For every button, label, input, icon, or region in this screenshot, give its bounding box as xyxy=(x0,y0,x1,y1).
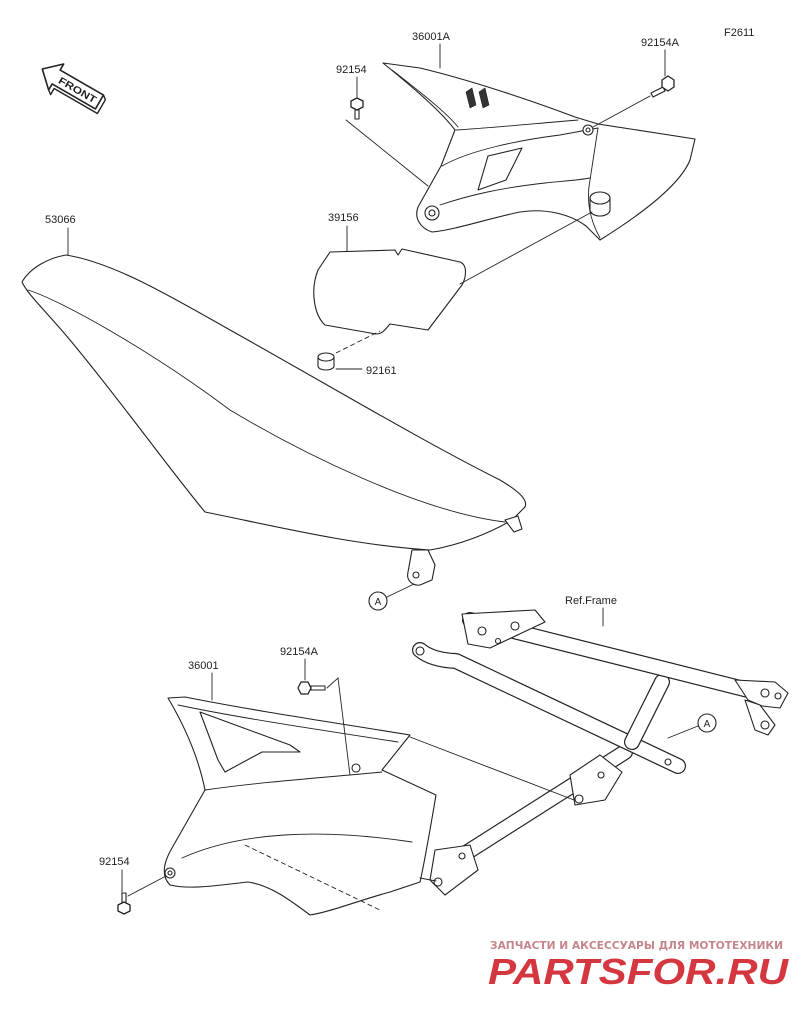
side-cover-36001-hole-inner xyxy=(167,870,173,876)
pad-39156 xyxy=(313,248,467,335)
bolt-92154-bottom xyxy=(117,892,131,915)
bolt-92154a-top xyxy=(650,75,675,98)
label-36001: 36001 xyxy=(188,660,219,672)
label-92154-top: 92154 xyxy=(336,64,367,76)
grommet-top xyxy=(317,352,335,362)
side-cover-36001a-stripe xyxy=(477,147,523,191)
frame-rear-hole-2 xyxy=(774,692,782,700)
seat-rear-hook xyxy=(504,515,523,533)
assembly-line-cover-bracket xyxy=(419,877,437,882)
assembly-line-pad-grommet xyxy=(335,330,381,354)
logo-mark-left xyxy=(465,87,477,109)
side-cover-36001-top-edge xyxy=(177,704,399,743)
side-cover-36001a-lower-line xyxy=(439,177,591,206)
assembly-line-pad-cover xyxy=(459,211,593,285)
leader-mark-a-frame xyxy=(667,725,699,739)
side-cover-36001 xyxy=(163,696,437,916)
leader-mark-a-seat xyxy=(386,583,415,598)
side-cover-36001-ridge xyxy=(204,771,383,791)
side-cover-36001-lower-curve xyxy=(181,833,413,859)
frame-plate-hole-1 xyxy=(477,626,487,636)
bolt-shank xyxy=(310,685,326,691)
side-cover-36001a-fold xyxy=(391,69,459,128)
frame-rail-end-hole xyxy=(664,758,672,766)
bolt-shank xyxy=(354,109,360,120)
connector-mark-a-frame-label: A xyxy=(704,719,711,730)
connector-mark-a-seat xyxy=(368,591,388,611)
side-cover-36001a xyxy=(382,62,696,241)
label-92154-bottom: 92154 xyxy=(99,856,130,868)
assembly-line-cover-frame xyxy=(409,736,575,801)
rear-frame xyxy=(412,609,789,896)
bolt-92154-top xyxy=(350,97,364,120)
front-arrow-icon: FRONT xyxy=(41,63,107,115)
grommet-92161 xyxy=(317,352,335,371)
bolt-head xyxy=(117,901,131,915)
assembly-line-cover-lower xyxy=(244,844,381,911)
frame-side-bracket-hole-2 xyxy=(597,771,605,779)
side-cover-36001a-plate-edge xyxy=(588,127,601,239)
assembly-line-92154a-bottom xyxy=(326,677,351,776)
side-cover-36001a-ridge xyxy=(441,127,599,167)
side-cover-36001a-outline xyxy=(382,62,696,241)
frame-front-mount-hole xyxy=(415,646,425,656)
bolt-head xyxy=(661,75,675,92)
frame-down-tube-hole-1 xyxy=(433,877,443,887)
frame-seat-mount-plate xyxy=(461,609,546,649)
mount-hole-front-inner xyxy=(428,209,436,217)
diagram-code: F2611 xyxy=(724,27,754,39)
assembly-line-92154a-top xyxy=(592,95,651,128)
front-arrow-body xyxy=(41,63,105,110)
label-36001a: 36001A xyxy=(412,31,451,43)
label-92161: 92161 xyxy=(366,365,397,377)
frame-down-tube-hole-2 xyxy=(458,852,466,860)
bolt-head xyxy=(297,681,312,695)
frame-side-bracket-hole-1 xyxy=(574,794,584,804)
front-arrow-depth xyxy=(47,87,107,115)
connector-mark-a-seat-label: A xyxy=(375,597,382,608)
frame-plate-hole-3 xyxy=(494,637,502,645)
cover-grommet-top xyxy=(589,191,611,205)
bolt-shank xyxy=(650,86,666,98)
seat-mount-tab xyxy=(407,549,436,586)
side-cover-36001-upper-hole xyxy=(351,763,361,773)
seat-mount-hole xyxy=(412,571,420,579)
bolt-92154a-bottom xyxy=(297,681,326,695)
label-92154a-bottom: 92154A xyxy=(280,646,319,658)
seat-seam xyxy=(27,289,506,523)
label-39156: 39156 xyxy=(328,212,359,224)
label-92154a-top: 92154A xyxy=(641,37,680,49)
mount-hole-top-inner xyxy=(585,127,591,133)
frame-plate-hole-2 xyxy=(510,621,520,631)
assembly-line-92154-bottom xyxy=(127,875,167,897)
side-cover-36001a-edge xyxy=(455,119,579,131)
frame-rear-hole-1 xyxy=(760,688,770,698)
bolt-head xyxy=(350,97,364,111)
assembly-line-92154-top xyxy=(345,119,429,187)
frame-rear-hole-3 xyxy=(760,720,770,730)
watermark-logo: PARTSFOR.RU xyxy=(488,951,789,992)
seat-53066 xyxy=(21,254,527,586)
label-ref-frame: Ref.Frame xyxy=(565,595,617,607)
side-cover-36001-stripe xyxy=(199,711,301,773)
logo-mark-right xyxy=(478,87,490,109)
frame-cross-member xyxy=(624,674,670,750)
label-53066: 53066 xyxy=(45,214,76,226)
watermark-tagline: ЗАПЧАСТИ И АКСЕССУАРЫ ДЛЯ МОТОТЕХНИКИ xyxy=(490,939,783,952)
connector-mark-a-frame xyxy=(697,713,717,733)
